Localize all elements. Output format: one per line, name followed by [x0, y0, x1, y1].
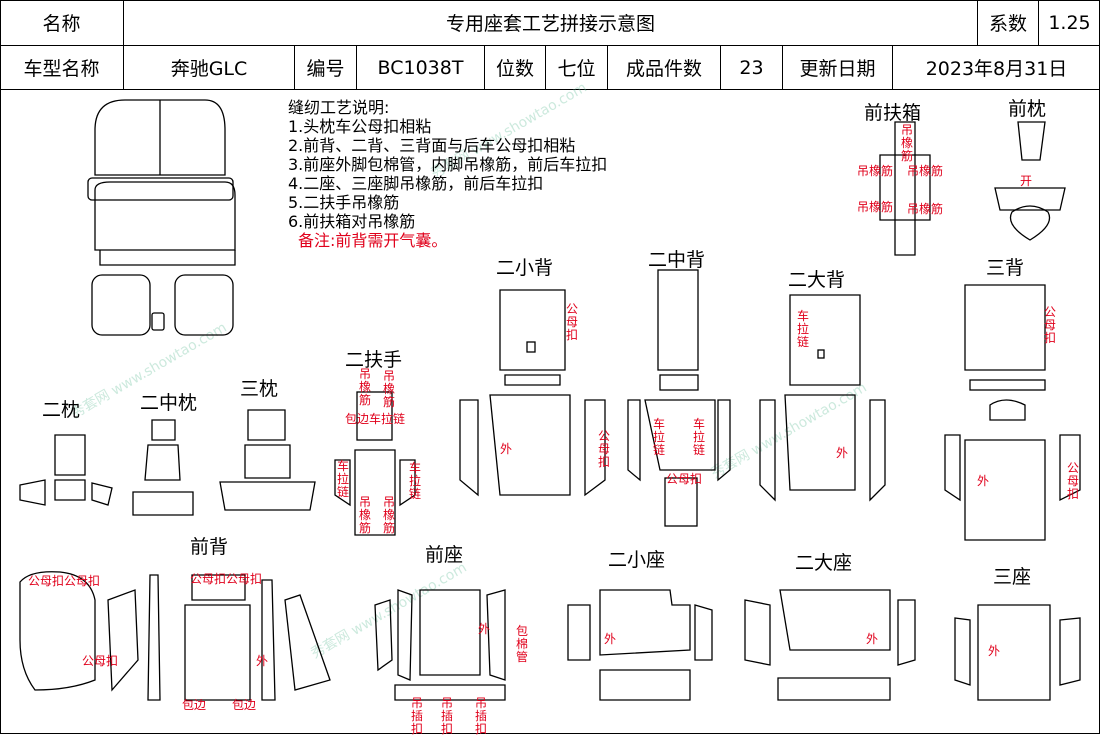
annotation-hang-elastic: 吊橡筋: [358, 495, 371, 535]
third-headrest-pattern: [219, 409, 316, 511]
annotation-car-zip: 车拉链: [408, 461, 421, 501]
code-value: BC1038T: [357, 46, 485, 89]
second-small-seat-pattern: [567, 589, 713, 701]
note-item: 2.前背、二背、三背面与后车公母扣相粘: [288, 136, 576, 155]
annotation-wrap-edge: 包边: [182, 698, 207, 712]
annotation-male-female-buckle: 公母扣: [597, 429, 610, 469]
annotation-wrap-cotton: 包棉管: [515, 624, 528, 664]
title-third-seat: 三座: [993, 566, 1032, 588]
date-value: 2023年8月31日: [925, 58, 1068, 80]
annotation-wrap-edge: 包边: [232, 698, 257, 712]
annotation-hang-elastic: 吊橡筋: [907, 202, 944, 216]
title-second-small-seat: 二小座: [608, 549, 666, 571]
annotation-male-female-buckle: 公母扣: [565, 302, 578, 342]
sewing-notes: 缝纫工艺说明: 1.头枕车公母扣相粘 2.前背、二背、三背面与后车公母扣相粘 3…: [288, 98, 607, 250]
seats-label: 位数: [485, 46, 546, 89]
note-item: 1.头枕车公母扣相粘: [288, 117, 432, 136]
title-second-mid-headrest: 二中枕: [140, 392, 198, 414]
annotation-car-zip: 车拉链: [652, 417, 665, 457]
annotation-open: 开: [1020, 174, 1033, 188]
annotation-outer: 外: [866, 632, 879, 646]
pieces-label: 成品件数: [608, 46, 721, 89]
title-second-big-back: 二大背: [788, 269, 846, 291]
third-seat-pattern: [954, 604, 1081, 701]
annotation-hang-buckle: 吊插扣: [474, 696, 487, 736]
annotation-outer: 外: [977, 474, 990, 488]
second-headrest-pattern: [19, 434, 113, 506]
note-item: 3.前座外脚包棉管，内脚吊橡筋，前后车拉扣: [288, 155, 608, 174]
title-front-seat: 前座: [425, 544, 464, 566]
annotation-outer: 外: [500, 442, 513, 456]
coefficient-value: 1.25: [1048, 11, 1091, 34]
annotation-male-female-buckle: 公母扣: [1066, 461, 1079, 501]
annotation-car-zip: 车拉链: [796, 309, 809, 349]
annotation-hang-elastic: 吊橡筋: [358, 367, 371, 407]
title-third-back: 三背: [986, 257, 1025, 279]
annotation-wrap-zip: 包边车拉链: [345, 412, 406, 426]
title-third-headrest: 三枕: [240, 378, 279, 400]
second-big-back-pattern: [759, 294, 886, 502]
annotation-hang-elastic: 吊橡筋: [382, 495, 395, 535]
annotation-hang-elastic: 吊橡筋: [907, 164, 944, 178]
second-armrest-pattern: [334, 391, 416, 536]
notes-remark: 备注:前背需开气囊。: [298, 231, 448, 250]
title-second-small-back: 二小背: [496, 257, 554, 279]
annotation-hang-elastic: 吊橡筋: [382, 369, 395, 409]
note-item: 5.二扶手吊橡筋: [288, 193, 400, 212]
model-value: 奔驰GLC: [124, 46, 295, 89]
title-second-big-seat: 二大座: [795, 552, 853, 574]
front-armbox-pattern: [879, 121, 931, 256]
second-mid-back-pattern: [627, 269, 731, 527]
title-front-armbox: 前扶箱: [864, 102, 922, 124]
annotation-hang-elastic: 吊橡筋: [857, 200, 894, 214]
name-label: 名称: [0, 0, 124, 45]
date-label: 更新日期: [783, 46, 893, 89]
header-row-1: 名称 专用座套工艺拼接示意图 系数 1.25: [0, 0, 1100, 46]
annotation-outer: 外: [836, 446, 849, 460]
model-label: 车型名称: [0, 46, 124, 89]
note-item: 4.二座、三座脚吊橡筋，前后车拉扣: [288, 174, 544, 193]
third-back-pattern: [944, 284, 1081, 541]
annotation-hang-buckle: 吊插扣: [440, 696, 453, 736]
header-row-2: 车型名称 奔驰GLC 编号 BC1038T 位数 七位 成品件数 23 更新日期…: [0, 46, 1100, 90]
pieces-value: 23: [721, 46, 783, 89]
title-second-headrest: 二枕: [42, 399, 81, 421]
front-seat-pattern: [374, 589, 506, 701]
annotation-public-buckle-pair: 公母扣公母扣: [190, 572, 263, 586]
second-small-back-pattern: [459, 289, 606, 497]
coefficient-label: 系数: [978, 0, 1039, 45]
title-front-headrest: 前枕: [1008, 98, 1047, 120]
note-item: 6.前扶箱对吊橡筋: [288, 212, 416, 231]
second-big-seat-pattern: [744, 589, 916, 701]
annotation-outer: 外: [988, 644, 1001, 658]
title-second-mid-back: 二中背: [648, 249, 706, 271]
annotation-hang-buckle: 吊插扣: [410, 696, 423, 736]
pattern-drawing: [19, 99, 1081, 701]
annotation-car-zip: 车拉链: [336, 459, 349, 499]
document-title: 专用座套工艺拼接示意图: [124, 0, 978, 45]
annotation-car-zip: 车拉链: [692, 417, 705, 457]
annotation-male-female-buckle: 公母扣: [82, 654, 119, 668]
annotation-male-female-buckle: 公母扣: [666, 472, 703, 486]
annotation-hang-elastic: 吊橡筋: [857, 164, 894, 178]
annotation-outer: 外: [604, 632, 617, 646]
annotation-public-buckle-pair: 公母扣公母扣: [28, 574, 101, 588]
title-front-back: 前背: [190, 536, 229, 558]
seat-overview: [87, 99, 236, 336]
annotation-outer: 外: [256, 654, 269, 668]
front-back-pattern: [19, 571, 331, 701]
seats-value: 七位: [546, 46, 608, 89]
annotation-hang-elastic: 吊橡筋: [900, 123, 913, 163]
code-label: 编号: [295, 46, 357, 89]
title-second-armrest: 二扶手: [345, 349, 403, 371]
front-headrest-pattern: [994, 121, 1066, 241]
notes-heading: 缝纫工艺说明:: [288, 98, 390, 117]
annotation-male-female-buckle: 公母扣: [1043, 305, 1056, 345]
second-mid-headrest-pattern: [132, 419, 194, 516]
annotation-outer: 外: [478, 622, 491, 636]
